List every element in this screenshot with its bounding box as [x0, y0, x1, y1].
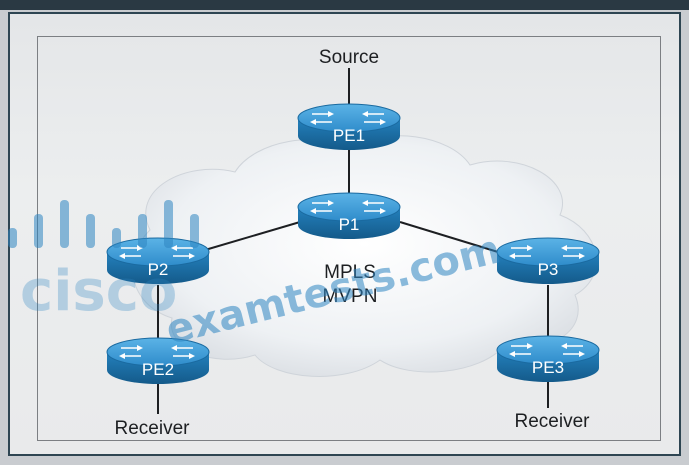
cisco-bars-icon [8, 200, 199, 248]
cisco-logo-text: cisco [20, 259, 177, 324]
router-pe2: PE2 [106, 337, 210, 385]
cloud-label-mpls: MPLS [324, 262, 376, 283]
links [157, 68, 549, 414]
source-label: Source [319, 47, 379, 68]
top-bar [0, 0, 689, 10]
router-p1: P1 [297, 192, 401, 240]
cloud-label-mvpn: MVPN [323, 286, 378, 307]
cisco-logo-watermark: cisco [8, 200, 199, 324]
router-pe2-label: PE2 [142, 360, 174, 379]
router-pe1-label: PE1 [333, 126, 365, 145]
link-p1-p2 [204, 221, 301, 251]
receiver-right-label: Receiver [515, 411, 591, 432]
router-p2: P2 [106, 237, 210, 285]
receiver-left-label: Receiver [115, 418, 191, 439]
router-pe1: PE1 [297, 103, 401, 151]
router-p2-label: P2 [148, 260, 169, 279]
router-p3-label: P3 [538, 260, 559, 279]
router-pe3-label: PE3 [532, 358, 564, 377]
router-p3: P3 [496, 237, 600, 285]
router-p1-label: P1 [339, 215, 360, 234]
link-p1-p3 [399, 221, 499, 253]
router-pe3: PE3 [496, 335, 600, 383]
